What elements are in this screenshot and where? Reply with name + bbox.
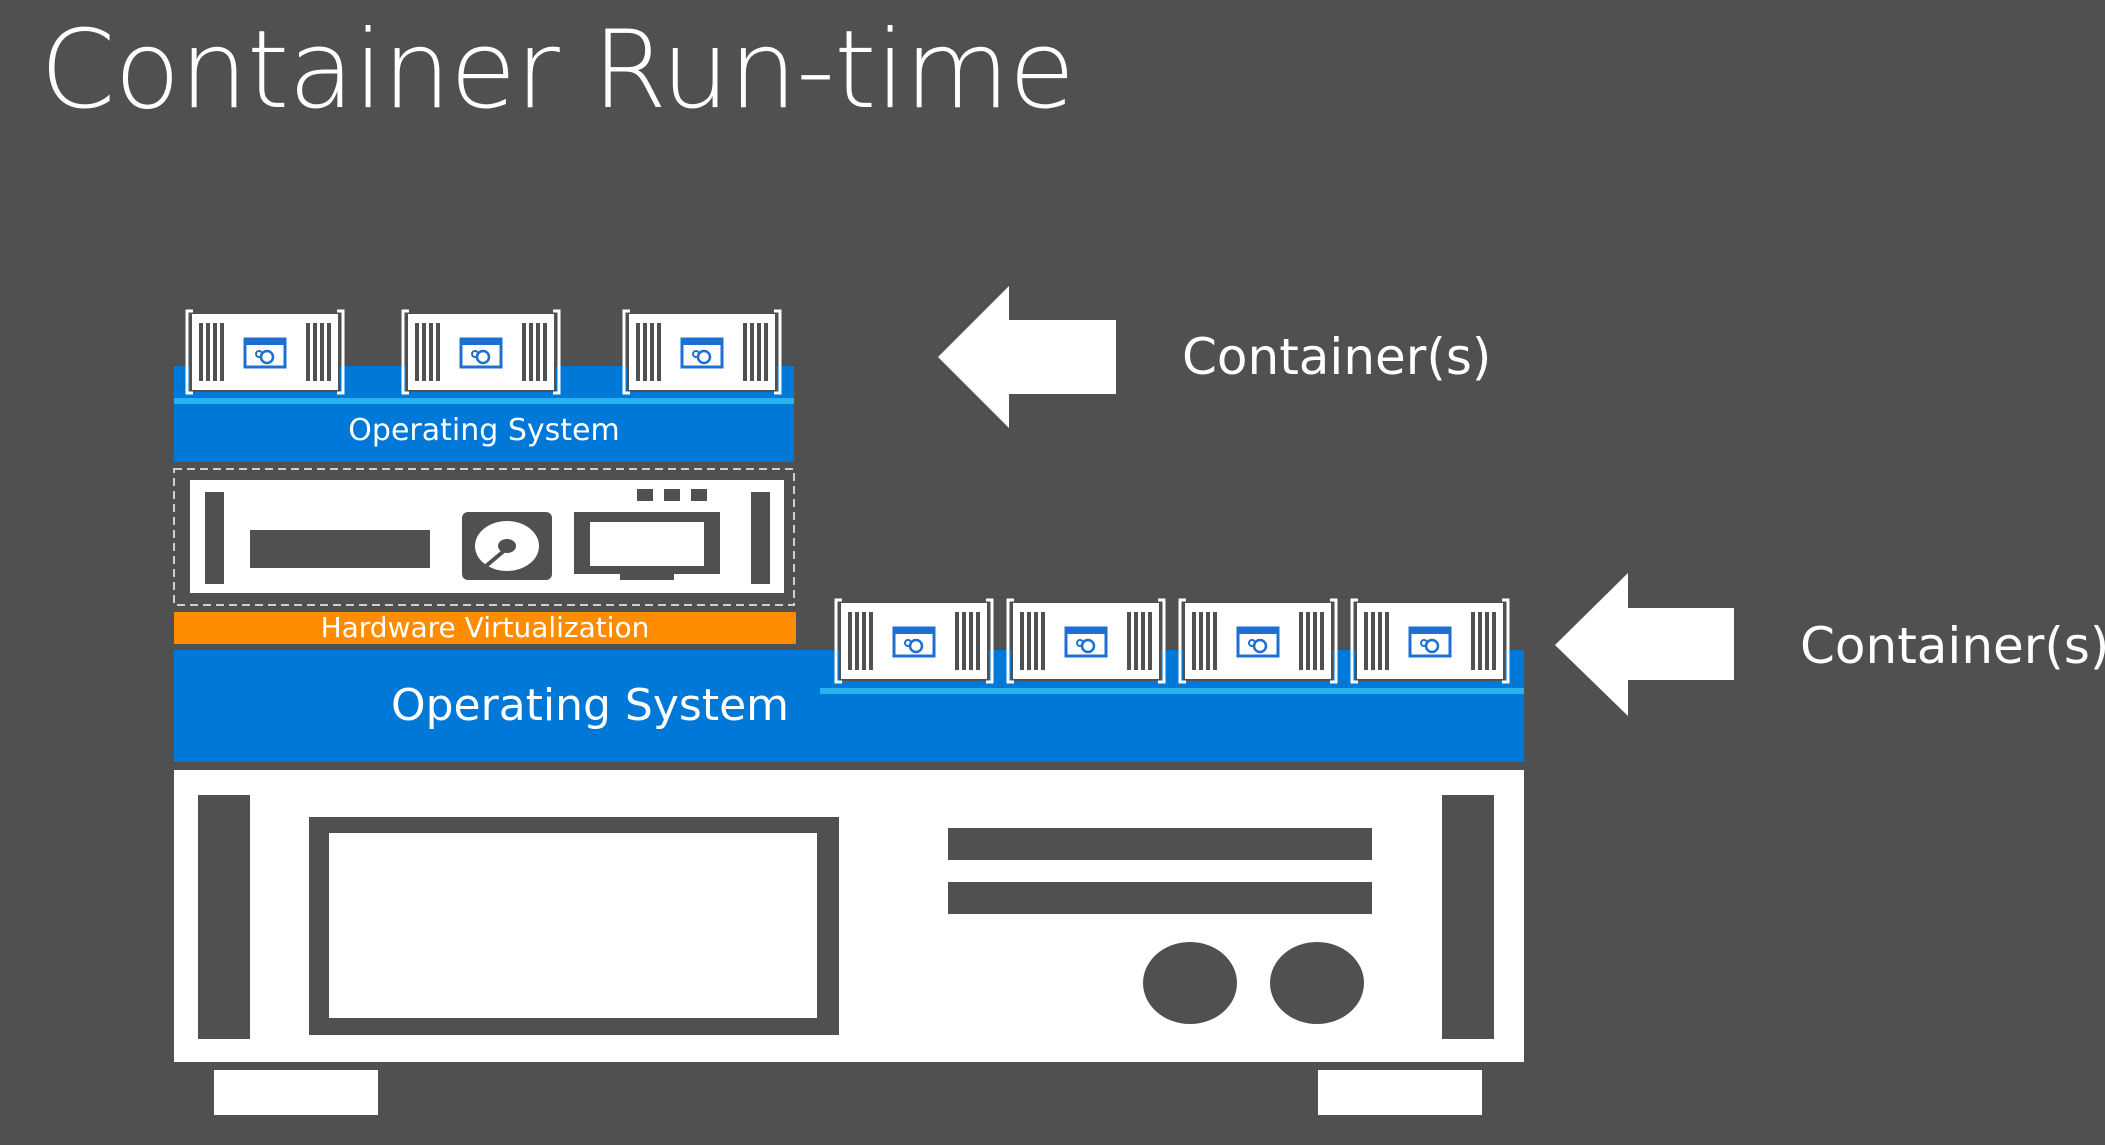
host-container-3: [1178, 598, 1338, 684]
host-container-1: [834, 598, 994, 684]
upper-container-label: Container(s): [1182, 328, 1492, 386]
monitor-icon: [574, 489, 720, 580]
vm-container-rail: [174, 398, 794, 404]
host-container-2: [1006, 598, 1166, 684]
vm-container-3: [622, 309, 782, 395]
hard-disk-icon: [462, 512, 552, 580]
host-hardware: [174, 770, 1524, 1115]
vm-container-2: [401, 309, 561, 395]
vm-container-1: [185, 309, 345, 395]
virtual-hardware: [173, 468, 795, 606]
lower-container-label: Container(s): [1800, 617, 2105, 675]
virtualization-bar: [174, 612, 796, 644]
vm-os-label: Operating System: [348, 413, 620, 448]
memory-icon: [250, 530, 430, 568]
host-container-4: [1350, 598, 1510, 684]
virtualization-label: Hardware Virtualization: [320, 611, 650, 644]
host-os-label: Operating System: [390, 680, 790, 731]
host-container-rail: [820, 688, 1524, 694]
slide-title: Container Run-time: [40, 8, 1075, 133]
upper-arrow-icon: [938, 286, 1116, 428]
lower-arrow-icon: [1555, 573, 1734, 716]
